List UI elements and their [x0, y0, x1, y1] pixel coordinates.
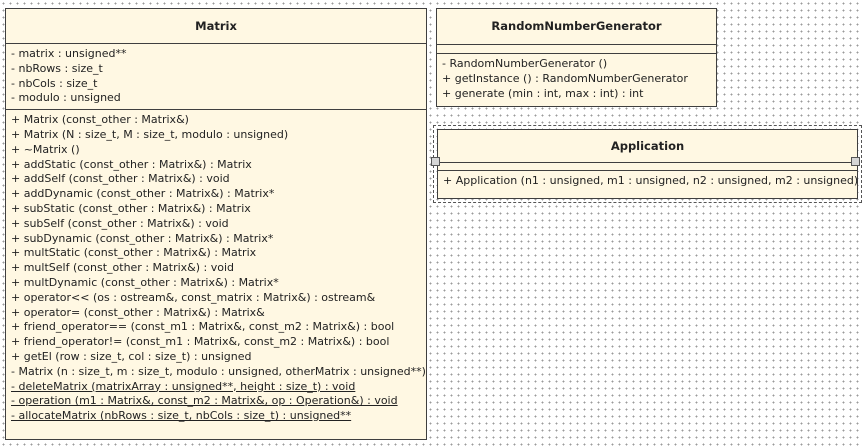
resize-handle-right[interactable]	[851, 157, 860, 166]
rng-class-box[interactable]: RandomNumberGenerator - RandomNumberGene…	[436, 8, 717, 107]
rng-class-title: RandomNumberGenerator	[437, 9, 716, 45]
matrix-method: + subDynamic (const_other : Matrix&) : M…	[11, 231, 274, 245]
matrix-method: - operation (m1 : Matrix&, const_m2 : Ma…	[11, 394, 398, 408]
rng-method: + generate (min : int, max : int) : int	[442, 86, 644, 100]
rng-methods: - RandomNumberGenerator () + getInstance…	[437, 54, 716, 104]
matrix-methods: + Matrix (const_other : Matrix&)+ Matrix…	[6, 110, 426, 427]
matrix-method: + friend_operator!= (const_m1 : Matrix&,…	[11, 335, 390, 349]
matrix-attribute: - nbRows : size_t	[11, 61, 103, 75]
rng-method: - RandomNumberGenerator ()	[442, 57, 608, 70]
matrix-method: + multSelf (const_other : Matrix&) : voi…	[11, 261, 235, 275]
matrix-method: + Matrix (N : size_t, M : size_t, modulo…	[11, 127, 289, 141]
matrix-method: + addSelf (const_other : Matrix&) : void	[11, 172, 230, 186]
matrix-method: + addStatic (const_other : Matrix&) : Ma…	[11, 157, 252, 171]
application-class-box[interactable]: Application + Application (n1 : unsigned…	[437, 129, 858, 199]
application-method: + Application (n1 : unsigned, m1 : unsig…	[443, 174, 859, 187]
matrix-method: + multDynamic (const_other : Matrix&) : …	[11, 275, 279, 289]
matrix-class-box[interactable]: Matrix - matrix : unsigned** - nbRows : …	[5, 8, 427, 440]
matrix-method: + subStatic (const_other : Matrix&) : Ma…	[11, 201, 251, 215]
application-attributes	[438, 163, 857, 171]
matrix-method: + multStatic (const_other : Matrix&) : M…	[11, 246, 257, 260]
matrix-attribute: - modulo : unsigned	[11, 91, 121, 105]
matrix-class-title: Matrix	[6, 9, 426, 44]
matrix-attributes: - matrix : unsigned** - nbRows : size_t …	[6, 44, 426, 111]
matrix-method: + addDynamic (const_other : Matrix&) : M…	[11, 187, 275, 201]
matrix-method: + getEl (row : size_t, col : size_t) : u…	[11, 349, 252, 363]
matrix-attribute: - matrix : unsigned**	[11, 47, 127, 60]
matrix-method: + subSelf (const_other : Matrix&) : void	[11, 216, 229, 230]
matrix-method: + ~Matrix ()	[11, 142, 80, 156]
matrix-method: + operator<< (os : ostream&, const_matri…	[11, 290, 376, 304]
application-methods: + Application (n1 : unsigned, m1 : unsig…	[438, 171, 859, 192]
matrix-method: - allocateMatrix (nbRows : size_t, nbCol…	[11, 409, 352, 423]
rng-method: + getInstance () : RandomNumberGenerator	[442, 71, 688, 85]
resize-handle-left[interactable]	[431, 157, 440, 166]
matrix-method: + Matrix (const_other : Matrix&)	[11, 113, 189, 127]
application-class-title: Application	[438, 130, 857, 163]
matrix-method: - Matrix (n : size_t, m : size_t, modulo…	[11, 364, 426, 378]
matrix-method: - deleteMatrix (matrixArray : unsigned**…	[11, 379, 356, 393]
matrix-method: + friend_operator== (const_m1 : Matrix&,…	[11, 320, 395, 334]
rng-attributes	[437, 45, 716, 54]
matrix-attribute: - nbCols : size_t	[11, 76, 98, 90]
matrix-method: + operator= (const_other : Matrix&) : Ma…	[11, 305, 265, 319]
